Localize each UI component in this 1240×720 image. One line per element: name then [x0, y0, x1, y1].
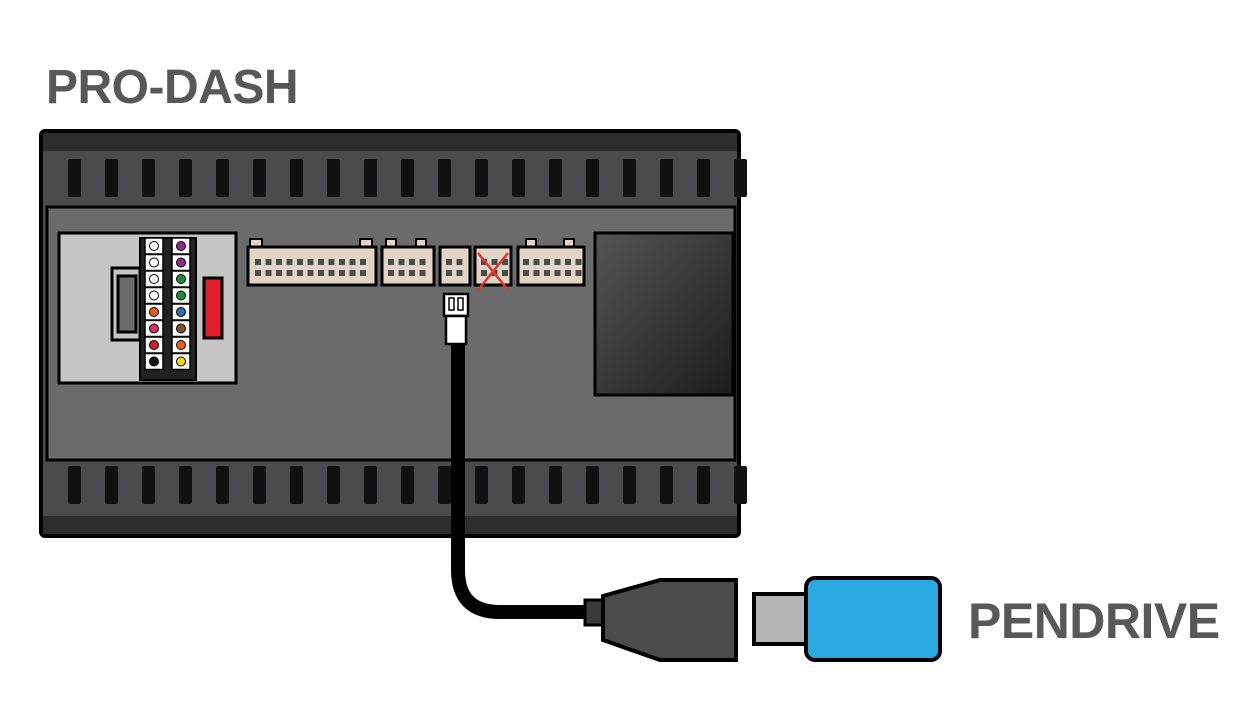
- connector-a: [246, 238, 378, 287]
- vent-slot: [364, 159, 377, 197]
- pendrive-plug: [752, 592, 812, 646]
- vent-slot: [253, 159, 266, 197]
- wire-pin: [149, 307, 159, 317]
- vent-slot: [475, 466, 488, 504]
- usb-cable: [451, 344, 585, 619]
- vent-slot: [179, 466, 192, 504]
- wire-pin: [176, 290, 186, 301]
- vent-slot: [475, 159, 488, 197]
- power-connector-block: [57, 231, 238, 385]
- vent-slot: [697, 159, 710, 197]
- vent-slot: [438, 159, 451, 197]
- wire-pin: [149, 356, 159, 367]
- red-fuse: [202, 276, 224, 340]
- connector-not-used: [473, 245, 513, 291]
- wire-pin: [149, 340, 159, 350]
- header-connectors: [246, 238, 586, 291]
- vent-slot: [105, 159, 118, 197]
- vent-slot: [216, 159, 229, 197]
- vent-slot: [549, 466, 562, 504]
- vent-slot: [438, 466, 451, 504]
- top-vents: [68, 159, 747, 197]
- vent-slot: [660, 466, 673, 504]
- vent-slot: [586, 159, 599, 197]
- bottom-vents: [68, 466, 747, 504]
- vent-slot: [142, 466, 155, 504]
- wire-pin: [176, 356, 186, 367]
- pendrive-body: [804, 576, 942, 662]
- pro-dash-unit: [39, 129, 747, 538]
- usb-socket: [583, 578, 738, 662]
- vent-slot: [142, 159, 155, 197]
- vent-slot: [697, 466, 710, 504]
- wire-pin: [176, 274, 186, 284]
- vent-slot: [364, 466, 377, 504]
- wire-pin: [176, 323, 186, 334]
- wire-pin: [149, 274, 159, 284]
- wire-pin: [176, 257, 186, 268]
- vent-slot: [253, 466, 266, 504]
- connector-usb-port: [438, 245, 472, 287]
- vent-slot: [327, 466, 340, 504]
- wire-pin: [176, 307, 186, 317]
- vent-slot: [68, 159, 81, 197]
- display-screen: [593, 231, 735, 397]
- device-title: PRO-DASH: [46, 61, 299, 114]
- vent-slot: [734, 159, 747, 197]
- latch-clip: [116, 274, 138, 334]
- vent-slot: [290, 466, 303, 504]
- vent-slot: [179, 159, 192, 197]
- vent-slot: [586, 466, 599, 504]
- vent-slot: [549, 159, 562, 197]
- vent-slot: [623, 466, 636, 504]
- connector-e: [516, 238, 586, 287]
- vent-slot: [623, 159, 636, 197]
- vent-slot: [660, 159, 673, 197]
- housing-bottom-rail: [43, 516, 737, 534]
- cable-plug-small: [442, 292, 470, 346]
- vent-slot: [512, 159, 525, 197]
- vent-slot: [734, 466, 747, 504]
- vent-slot: [105, 466, 118, 504]
- wire-pin: [176, 340, 186, 350]
- wire-pin: [149, 241, 159, 251]
- pendrive-label: PENDRIVE: [968, 593, 1220, 649]
- pendrive: [752, 576, 942, 662]
- vent-slot: [401, 159, 414, 197]
- vent-slot: [401, 466, 414, 504]
- vent-slot: [68, 466, 81, 504]
- vent-slot: [216, 466, 229, 504]
- wire-pin: [149, 290, 159, 301]
- wire-pins: [144, 237, 191, 371]
- wire-pin: [149, 323, 159, 334]
- vent-slot: [512, 466, 525, 504]
- connector-b: [380, 238, 436, 287]
- vent-slot: [290, 159, 303, 197]
- wire-pin: [149, 257, 159, 268]
- vent-slot: [327, 159, 340, 197]
- wire-pin: [176, 241, 186, 251]
- housing-top-rail: [43, 133, 737, 151]
